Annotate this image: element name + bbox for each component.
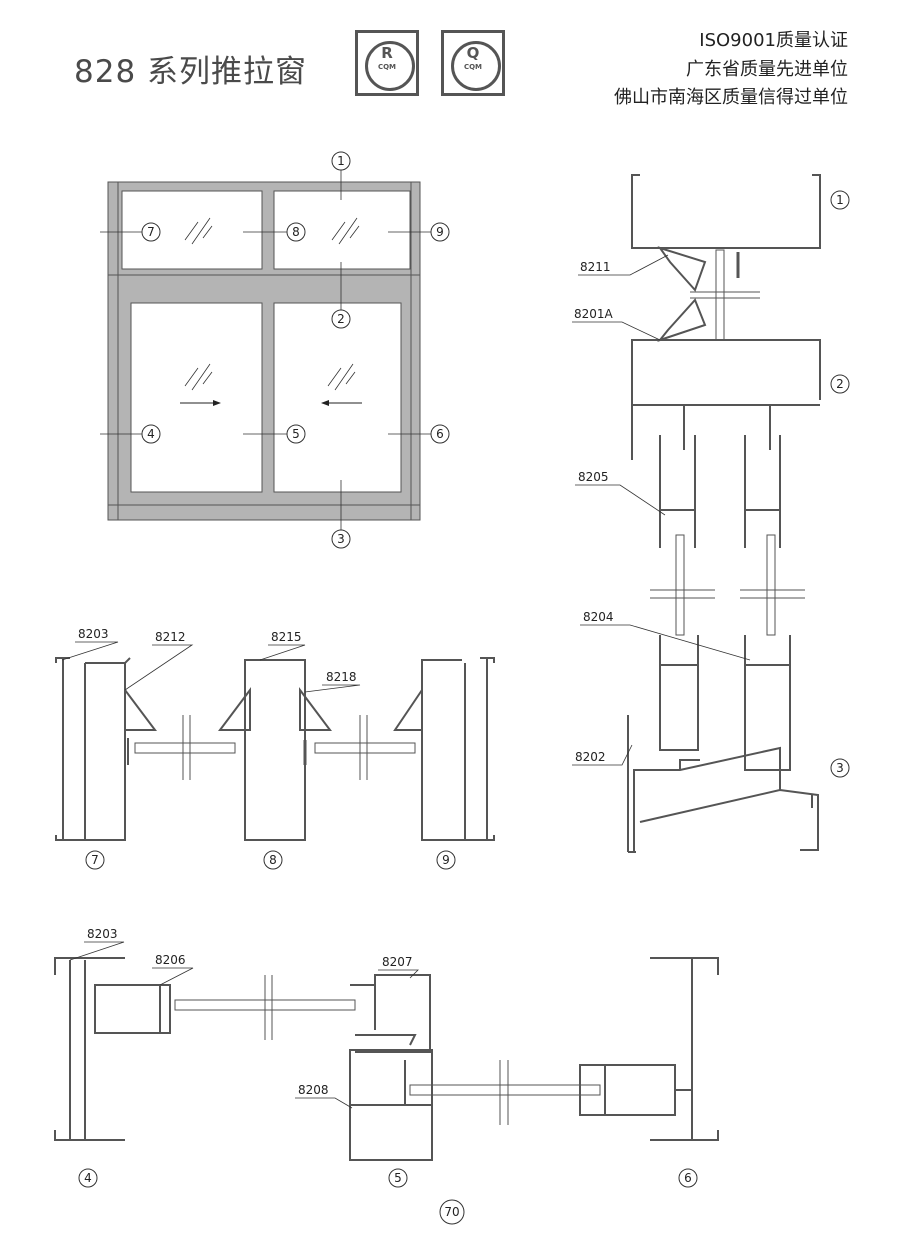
callout-circle <box>85 850 105 870</box>
callout-number: 6 <box>436 427 444 441</box>
transom-section <box>55 657 495 841</box>
callout-number: 5 <box>394 1171 402 1185</box>
callout-circle <box>331 529 351 549</box>
callout-number: 6 <box>684 1171 692 1185</box>
svg-text:8201A: 8201A <box>574 307 614 321</box>
callout-number: 5 <box>292 427 300 441</box>
callout-circle <box>830 190 850 210</box>
callout-circle <box>263 850 283 870</box>
callout-number: 7 <box>91 853 99 867</box>
callout-circle <box>331 309 351 329</box>
certification-line: 佛山市南海区质量信得过单位 <box>614 87 848 108</box>
callout-number: 2 <box>836 377 844 391</box>
callout-circle <box>830 374 850 394</box>
transom-section-leaders <box>61 641 361 693</box>
callouts: 1 2 3 4 5 6 7 8 9 1 2 3 7 8 9 4 5 6 70 <box>78 151 850 1225</box>
svg-text:8204: 8204 <box>583 610 614 624</box>
callout-number: 1 <box>337 154 345 168</box>
callout-circle <box>286 424 306 444</box>
svg-text:8215: 8215 <box>271 630 302 644</box>
callout-number: 4 <box>147 427 155 441</box>
callout-number: 9 <box>442 853 450 867</box>
callout-circle <box>436 850 456 870</box>
certification-line: 广东省质量先进单位 <box>686 59 848 80</box>
callout-circle <box>141 424 161 444</box>
svg-text:8203: 8203 <box>87 927 118 941</box>
svg-text:8207: 8207 <box>382 955 413 969</box>
callout-number: 8 <box>269 853 277 867</box>
svg-text:8208: 8208 <box>298 1083 329 1097</box>
callout-circle <box>286 222 306 242</box>
callout-circle <box>331 151 351 171</box>
callout-circle <box>78 1168 98 1188</box>
certification-line: ISO9001质量认证 <box>699 30 848 51</box>
callout-number: 2 <box>337 312 345 326</box>
callout-circle <box>430 222 450 242</box>
callout-number: 7 <box>147 225 155 239</box>
callout-number: 8 <box>292 225 300 239</box>
part-labels: 8211 8201A 8205 8204 8202 8203 8212 8215… <box>78 260 614 1097</box>
callout-circle <box>430 424 450 444</box>
vertical-section-leaders <box>572 254 751 766</box>
sash-section <box>54 957 719 1161</box>
svg-text:8205: 8205 <box>578 470 609 484</box>
window-elevation <box>100 170 431 530</box>
svg-text:8206: 8206 <box>155 953 186 967</box>
svg-text:8211: 8211 <box>580 260 611 274</box>
callout-circle <box>830 758 850 778</box>
callout-number: 1 <box>836 193 844 207</box>
callout-number: 4 <box>84 1171 92 1185</box>
page-number-circle <box>439 1199 465 1225</box>
svg-text:8218: 8218 <box>326 670 357 684</box>
callout-number: 3 <box>337 532 345 546</box>
callout-number: 3 <box>836 761 844 775</box>
callout-circle <box>388 1168 408 1188</box>
svg-text:8202: 8202 <box>575 750 606 764</box>
sash-section-leaders <box>69 941 419 1109</box>
callout-number: 9 <box>436 225 444 239</box>
svg-text:8212: 8212 <box>155 630 186 644</box>
callout-circle <box>678 1168 698 1188</box>
vertical-section <box>627 174 821 853</box>
svg-text:8203: 8203 <box>78 627 109 641</box>
page-title: 828 系列推拉窗 <box>74 54 308 90</box>
callout-circle <box>141 222 161 242</box>
page-number: 70 <box>444 1205 459 1219</box>
